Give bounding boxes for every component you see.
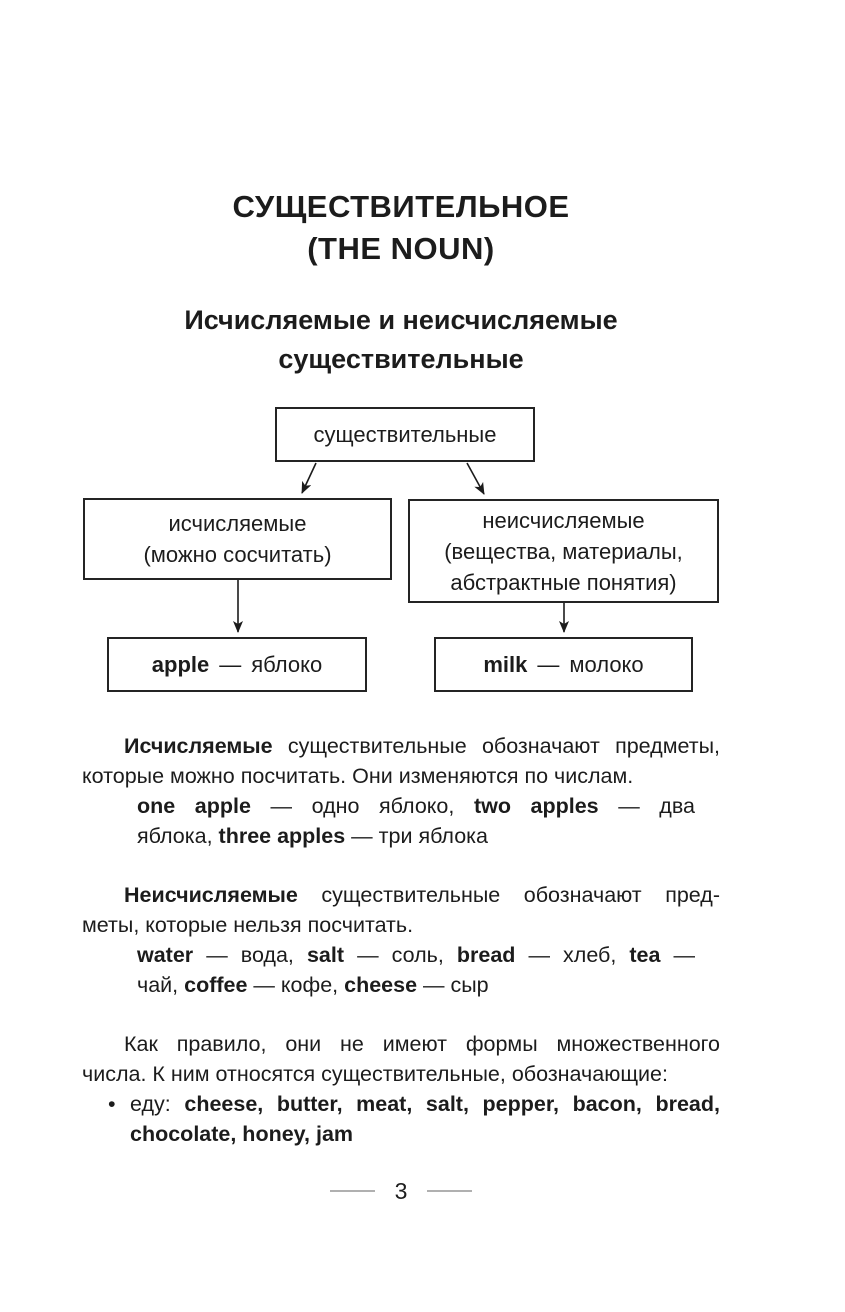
- body-text: Исчисляемые существительные обозначают п…: [82, 731, 720, 1149]
- bullet-item-food-text: еду: cheese, butter, meat, salt, pepper,…: [130, 1092, 720, 1146]
- example-translation-milk: молоко: [569, 651, 644, 677]
- em-dash: —: [219, 651, 242, 677]
- diagram-box-apple-example: apple — яблоко: [107, 637, 367, 692]
- diagram-box-nouns: существительные: [275, 407, 535, 462]
- page-subtitle: Исчисляемые и неисчисляемые существитель…: [184, 305, 618, 374]
- example-block-uncountable: water — вода, salt — соль, bread — хлеб,…: [137, 943, 696, 997]
- arrow-root-to-countable: [301, 462, 317, 494]
- diagram-arrows: [233, 462, 569, 633]
- footer-rule-right: [427, 1190, 473, 1192]
- example-word-apple: apple: [151, 651, 210, 677]
- diagram-box-milk-example: milk — молоко: [434, 637, 693, 692]
- noun-types-diagram: существительные исчисляемые (можно сосчи…: [0, 407, 845, 699]
- page-footer: 3: [82, 1176, 720, 1206]
- arrow-root-to-uncountable: [466, 462, 485, 495]
- bullet-item-food: • еду: cheese, butter, meat, salt, peppe…: [108, 1089, 720, 1149]
- paragraph-plural-note: Как правило, они не имеют формы множеств…: [82, 1032, 720, 1086]
- diagram-box-countable: исчисляемые (можно сосчитать): [83, 498, 392, 580]
- example-translation-apple: яблоко: [251, 651, 323, 677]
- paragraph-countable: Исчисляемые существительные обозначают п…: [82, 734, 720, 788]
- em-dash: —: [537, 651, 560, 677]
- footer-rule-left: [329, 1190, 375, 1192]
- page-title: СУЩЕСТВИТЕЛЬНОЕ (THE NOUN): [232, 189, 570, 266]
- paragraph-uncountable: Неисчисляемые существительные обозначают…: [82, 883, 720, 937]
- page-number: 3: [394, 1178, 408, 1204]
- example-block-countable: one apple — одно яблоко, two apples — дв…: [137, 794, 695, 848]
- bullet-icon: •: [108, 1092, 116, 1116]
- example-word-milk: milk: [483, 651, 528, 677]
- diagram-box-uncountable: неисчисляемые (вещества, материалы, абст…: [408, 499, 719, 603]
